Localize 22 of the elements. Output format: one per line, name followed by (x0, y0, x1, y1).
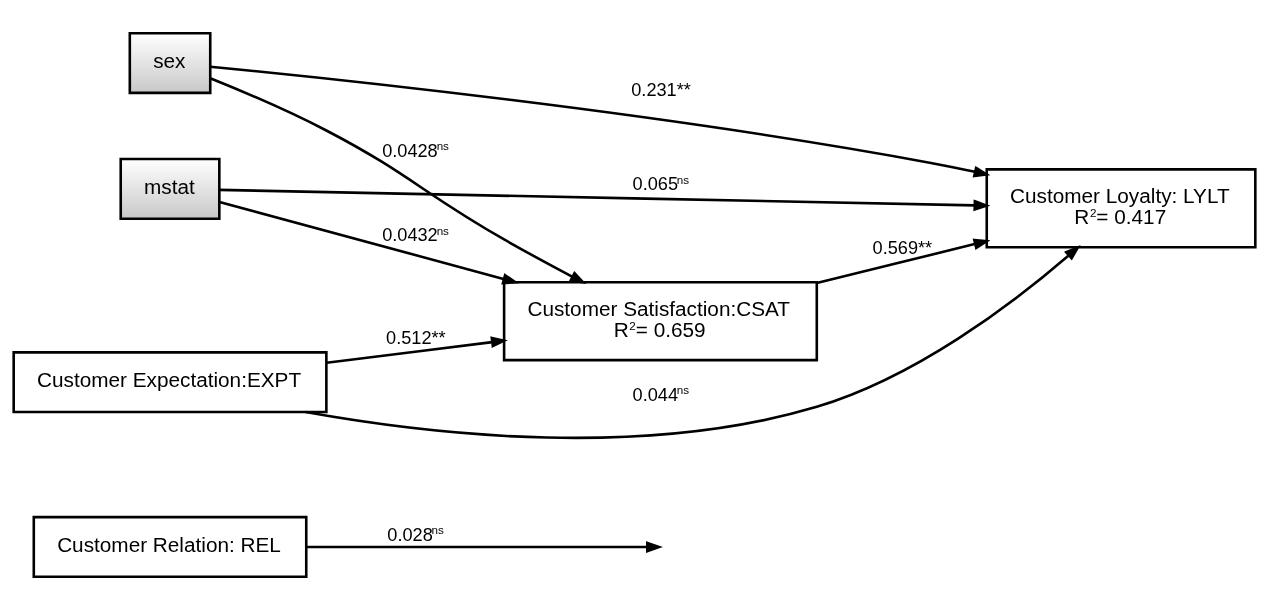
edge-label: 0.512** (386, 327, 446, 348)
node-box: Customer Satisfaction:CSAT R$^{2}$= 0.659 (502, 280, 819, 361)
edge-label: 0.065$^{ns}$ (632, 172, 689, 194)
arrow (305, 244, 1081, 439)
edge-label: 0.569** (872, 237, 933, 258)
arrow (209, 76, 587, 284)
edge-label: 0.0428$^{ns}$ (382, 138, 449, 161)
arrow (219, 200, 520, 284)
arrow (219, 188, 991, 211)
edge-label: 0.231** (631, 79, 691, 100)
node-box: sex (128, 31, 212, 94)
node-box: Customer Relation: REL (32, 515, 308, 578)
arrow (816, 238, 991, 284)
arrow (210, 64, 991, 177)
node-box: Customer Expectation:EXPT (12, 350, 328, 413)
arrow (306, 540, 663, 553)
edge-label: 0.044$^{ns}$ (632, 382, 689, 405)
node-box: mstat (119, 157, 221, 220)
edge-label: 0.028$^{ns}$ (387, 522, 444, 545)
node-box: Customer Loyalty: LYLT R$^{2}$= 0.417 (985, 167, 1257, 249)
edge-label: 0.0432$^{ns}$ (382, 223, 449, 245)
arrow (326, 335, 508, 364)
